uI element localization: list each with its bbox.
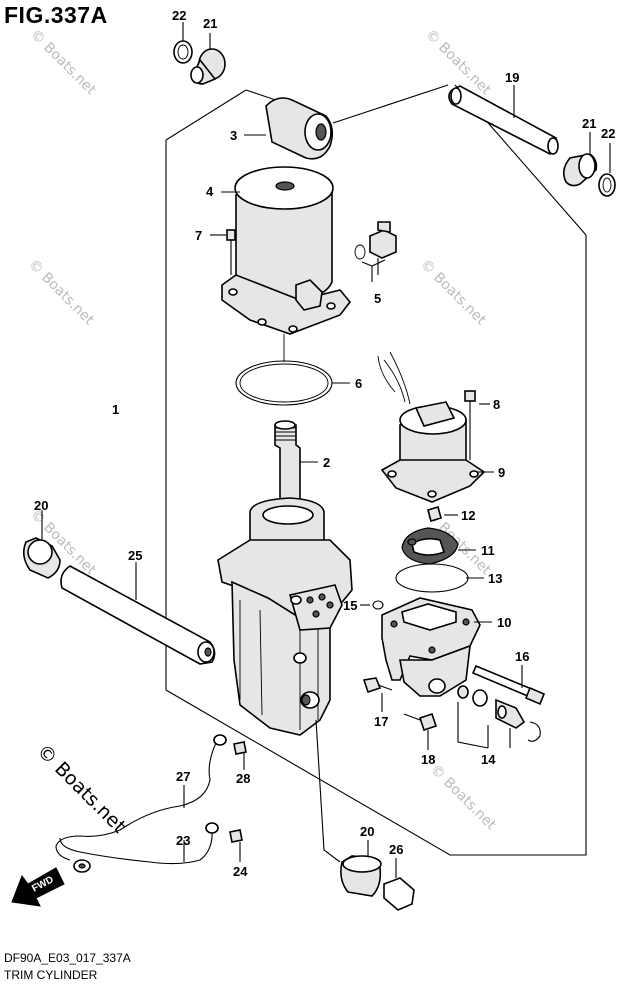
callout-label: 24 [233,864,248,879]
callout-label: 1 [112,402,119,417]
figure-name: TRIM CYLINDER [4,968,98,982]
callout-label: 10 [497,615,511,630]
callout-label: 4 [206,184,214,199]
part-2-piston-rod [274,420,318,506]
callout-label: 16 [515,649,529,664]
watermark: © Boats.net [417,257,489,329]
part-7-bolt [210,229,236,275]
callout-label: 21 [203,16,217,31]
callout-label: 26 [389,842,403,857]
part-14-check-valve [457,685,541,749]
callout-label: 8 [493,397,500,412]
part-8-screw [464,390,490,460]
callout-label: 17 [374,714,388,729]
callout-label: 11 [481,543,495,558]
callout-label: 28 [236,771,250,786]
part-24-screw [229,829,243,862]
part-19-rod [448,85,559,155]
callout-label: 6 [355,376,362,391]
callout-label: 20 [360,824,374,839]
part-23-ground-wire [59,822,219,865]
watermark: © Boats.net [27,27,99,99]
callout-label: 21 [582,116,596,131]
callout-label: 23 [176,833,190,848]
watermark-large: © Boats.net [32,740,130,838]
callout-label: 3 [230,128,237,143]
callout-label: 14 [481,752,496,767]
part-18-bolt [403,712,438,750]
figure-code: DF90A_E03_017_337A [4,951,131,965]
assembly-boundary [165,84,587,856]
part-20-bushing-lower [315,719,382,897]
callout-label: 25 [128,548,142,563]
part-28-screw [233,741,247,770]
callout-labels: 22 21 19 21 22 3 4 7 5 6 1 8 2 9 12 11 1… [34,8,615,879]
part-12-coupling [427,505,458,523]
callout-label: 19 [505,70,519,85]
figure-title: FIG.337A [4,2,108,28]
callout-label: 5 [374,291,381,306]
part-17-bolt [362,677,393,712]
callout-label: 12 [461,508,475,523]
part-5-plug [354,221,397,282]
fwd-arrow-icon: FWD [11,867,65,907]
callout-label: 22 [601,126,615,141]
part-4-reservoir [221,166,352,335]
part-10-valve-body [381,597,492,697]
part-13-oring [395,563,484,593]
part-16-bolt [471,664,546,706]
callout-label: 9 [498,465,505,480]
callout-label: 7 [195,228,202,243]
callout-label: 13 [488,571,502,586]
callout-label: 2 [323,455,330,470]
watermark: © Boats.net [25,257,97,329]
part-21-bushing-right [562,132,598,187]
part-15-oring [360,600,384,610]
watermark: © Boats.net [427,762,499,834]
part-3-sleeve [244,97,334,160]
part-21-bushing [190,33,226,85]
main-cylinder-body [217,497,353,736]
part-11-pump [401,527,476,565]
part-25-rod [60,562,216,665]
callout-label: 20 [34,498,48,513]
callout-label: 22 [172,8,186,23]
callout-label: 18 [421,752,435,767]
part-22-circlip [173,22,193,64]
part-26-bolt [383,858,415,911]
part-22-circlip-right [598,143,616,197]
part-6-oring [235,334,350,406]
part-27-ground-wire [55,734,227,873]
callout-label: 15 [343,598,357,613]
part-9-motor [377,351,494,503]
part-20-bushing-left [22,510,61,579]
callout-label: 27 [176,769,190,784]
